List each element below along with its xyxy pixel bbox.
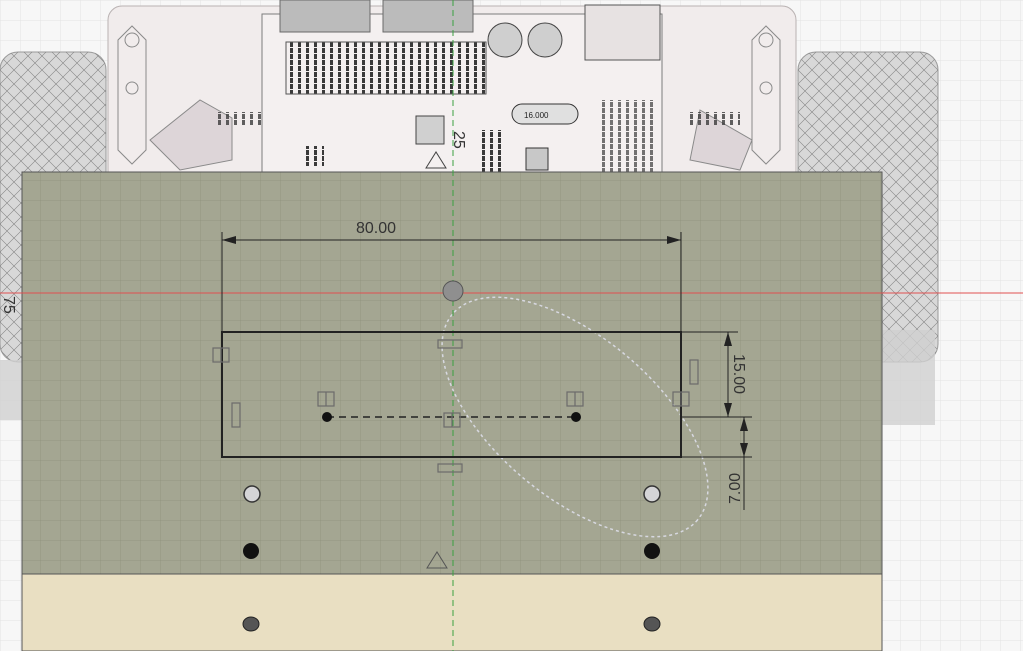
projected-ellipse <box>441 296 709 538</box>
hole-marker <box>243 485 261 503</box>
height-dimension-label[interactable]: 15.00 <box>730 354 747 394</box>
crystal-label: 16.000 <box>524 111 549 120</box>
hole-marker <box>644 543 660 559</box>
offset-dimension[interactable]: 7.00 <box>681 417 752 510</box>
sketch-point-right[interactable] <box>571 412 581 422</box>
sketch-point-left[interactable] <box>322 412 332 422</box>
midpoint-triangle <box>426 551 448 569</box>
pcb-dimension-label: 25 <box>450 131 467 149</box>
screw-hole <box>242 616 260 632</box>
width-dimension[interactable]: 80.00 <box>221 220 682 332</box>
screw-hole <box>643 616 661 632</box>
base-plate <box>21 573 883 651</box>
hole-marker <box>643 485 661 503</box>
width-dimension-label[interactable]: 80.00 <box>356 220 396 237</box>
offset-dimension-label[interactable]: 7.00 <box>727 473 744 504</box>
pcb-board: 16.000 25 <box>261 0 663 181</box>
sketch-origin[interactable] <box>442 280 464 302</box>
constraint-glyphs[interactable] <box>212 339 699 473</box>
height-dimension[interactable]: 15.00 <box>681 331 752 418</box>
left-partial-dimension-label[interactable]: 75 <box>0 296 17 314</box>
hole-marker <box>243 543 259 559</box>
model-shadow <box>880 330 935 425</box>
